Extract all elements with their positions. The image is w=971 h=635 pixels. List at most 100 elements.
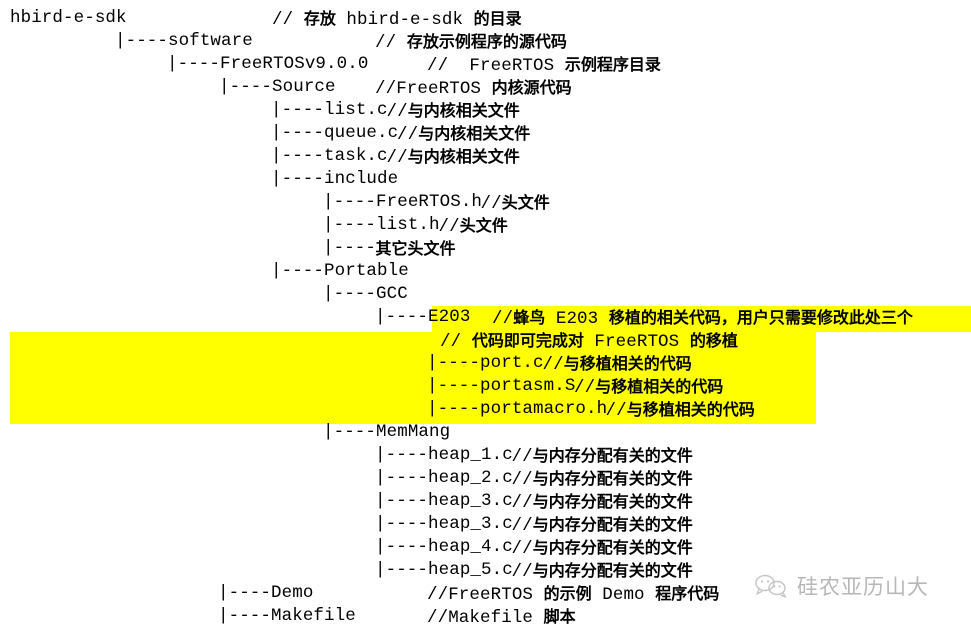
comment-code-segment: // [511, 516, 533, 536]
comment-code-segment: // [386, 148, 408, 168]
comment-cjk-segment: 与内核相关文件 [407, 101, 520, 120]
comment-code-segment: // [386, 102, 408, 122]
tree-path: |----heap_2.c [375, 468, 513, 488]
comment-code-segment: //FreeRTOS [427, 585, 544, 605]
tree-path: |----heap_3.c [375, 491, 513, 511]
comment-cjk-segment: 代码即可完成对 [471, 331, 584, 350]
tree-line: |----heap_1.c//与内存分配有关的文件 [0, 444, 971, 467]
comment-code-segment: Demo [591, 585, 656, 605]
tree-line: |----E203 //蜂鸟 E203 移植的相关代码，用户只需要修改此处三个 [0, 306, 971, 329]
tree-path: |----MemMang [323, 422, 451, 442]
tree-line: |----portasm.S//与移植相关的代码 [0, 375, 971, 398]
tree-comment: //与内存分配有关的文件 [512, 536, 693, 561]
tree-path: |----GCC [323, 284, 408, 304]
tree-line: |----Makefile//Makefile 脚本 [0, 605, 971, 628]
tree-path: |----list.h [323, 215, 440, 235]
comment-code-segment: // [492, 309, 514, 329]
tree-line: |----portamacro.h//与移植相关的代码 [0, 398, 971, 421]
tree-comment: //蜂鸟 E203 移植的相关代码，用户只需要修改此处三个 [492, 306, 913, 331]
comment-code-segment: // [440, 332, 472, 352]
comment-code-segment: // FreeRTOS [427, 56, 565, 76]
tree-line: |----heap_5.c//与内存分配有关的文件 [0, 559, 971, 582]
comment-cjk-segment: 脚本 [543, 607, 576, 626]
tree-comment: 其它头文件 [376, 237, 456, 262]
tree-comment: // 存放示例程序的源代码 [375, 30, 567, 55]
tree-comment: //与内存分配有关的文件 [512, 559, 693, 584]
tree-path: |----include [271, 169, 399, 189]
tree-comment: //FreeRTOS 内核源代码 [375, 76, 572, 101]
comment-cjk-segment: 与内存分配有关的文件 [532, 561, 693, 580]
tree-path: |----E203 [375, 307, 471, 327]
tree-comment: //FreeRTOS 的示例 Demo 程序代码 [427, 582, 719, 607]
tree-line: |----software// 存放示例程序的源代码 [0, 30, 971, 53]
comment-cjk-segment: 蜂鸟 [513, 308, 546, 327]
tree-path: |----Demo [218, 583, 314, 603]
tree-line: |----heap_3.c//与内存分配有关的文件 [0, 490, 971, 513]
tree-comment: //与内核相关文件 [387, 145, 520, 170]
comment-cjk-segment: 存放示例程序的源代码 [406, 32, 567, 51]
comment-code-segment: // [511, 539, 533, 559]
tree-path: |----list.c [271, 100, 388, 120]
tree-line: |----list.h//头文件 [0, 214, 971, 237]
comment-cjk-segment: 的示例 [543, 584, 592, 603]
comment-code-segment: //Makefile [427, 608, 544, 628]
tree-line: |----queue.c//与内核相关文件 [0, 122, 971, 145]
tree-line: // 代码即可完成对 FreeRTOS 的移植 [0, 329, 971, 352]
tree-line: |----port.c//与移植相关的代码 [0, 352, 971, 375]
comment-cjk-segment: 与内存分配有关的文件 [532, 446, 693, 465]
comment-code-segment: // [605, 401, 627, 421]
comment-code-segment: // [511, 447, 533, 467]
tree-comment: //与移植相关的代码 [543, 352, 692, 377]
comment-cjk-segment: 内核源代码 [491, 78, 572, 97]
tree-comment: //与内存分配有关的文件 [512, 490, 693, 515]
tree-line: |----FreeRTOS.h//头文件 [0, 191, 971, 214]
tree-path: |----FreeRTOSv9.0.0 [167, 54, 369, 74]
tree-comment: //头文件 [481, 191, 550, 216]
comment-cjk-segment: 与内核相关文件 [418, 124, 531, 143]
comment-code-segment: FreeRTOS [583, 332, 690, 352]
tree-comment: //与内核相关文件 [397, 122, 530, 147]
comment-cjk-segment: 与内存分配有关的文件 [532, 538, 693, 557]
comment-cjk-segment: 头文件 [459, 216, 508, 235]
comment-code-segment: // [480, 194, 502, 214]
comment-code-segment: // [574, 378, 596, 398]
tree-path: |----Source [219, 77, 336, 97]
tree-path: |----FreeRTOS.h [323, 192, 483, 212]
tree-path: |----heap_5.c [375, 560, 513, 580]
tree-comment: //与内存分配有关的文件 [512, 444, 693, 469]
tree-comment: //与内核相关文件 [387, 99, 520, 124]
tree-comment: //与移植相关的代码 [574, 375, 723, 400]
comment-cjk-segment: 与内存分配有关的文件 [532, 469, 693, 488]
comment-code-segment: // [511, 470, 533, 490]
comment-cjk-segment: 程序代码 [655, 584, 720, 603]
tree-comment: //与内存分配有关的文件 [512, 467, 693, 492]
comment-cjk-segment: 与内存分配有关的文件 [532, 492, 693, 511]
comment-cjk-segment: 的移植 [689, 331, 738, 350]
tree-path: |----portasm.S [427, 376, 576, 396]
comment-code-segment: // [438, 217, 460, 237]
tree-path: |----portamacro.h [427, 399, 608, 419]
comment-cjk-segment: 与内核相关文件 [407, 147, 520, 166]
comment-cjk-segment: 与移植相关的代码 [595, 377, 724, 396]
comment-code-segment: // [397, 125, 419, 145]
tree-path: |----Portable [271, 261, 409, 281]
tree-comment: // 存放 hbird-e-sdk 的目录 [272, 7, 522, 32]
comment-code-segment: //FreeRTOS [375, 79, 492, 99]
comment-cjk-segment: 与移植相关的代码 [626, 400, 755, 419]
comment-cjk-segment: 与内存分配有关的文件 [532, 515, 693, 534]
comment-cjk-segment: 移植的相关代码，用户只需要修改此处三个 [608, 308, 913, 327]
tree-line: |----其它头文件 [0, 237, 971, 260]
tree-line: |----Portable [0, 260, 971, 283]
comment-cjk-segment: 其它头文件 [375, 239, 456, 258]
tree-path: |----task.c [271, 146, 388, 166]
tree-path: |----heap_1.c [375, 445, 513, 465]
comment-code-segment: // [511, 562, 533, 582]
tree-line: |----heap_2.c//与内存分配有关的文件 [0, 467, 971, 490]
tree-path: |----heap_3.c [375, 514, 513, 534]
comment-code-segment: hbird-e-sdk [335, 10, 474, 30]
tree-line: |----GCC [0, 283, 971, 306]
tree-path: |----port.c [427, 353, 544, 373]
tree-line: |----list.c//与内核相关文件 [0, 99, 971, 122]
comment-cjk-segment: 头文件 [501, 193, 550, 212]
